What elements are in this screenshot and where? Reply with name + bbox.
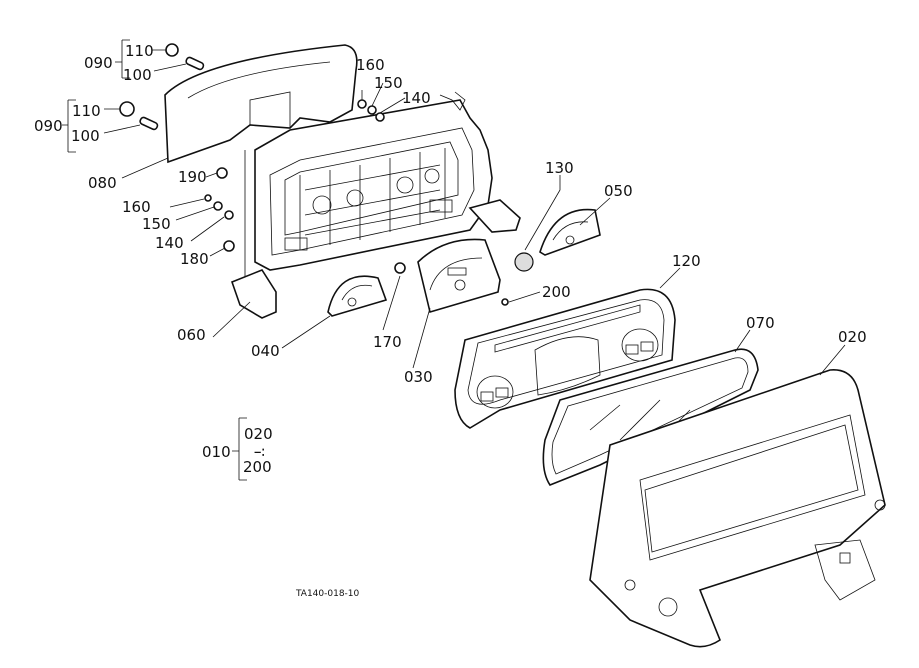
label-110a: 110 — [125, 42, 154, 60]
main-housing-060 — [230, 91, 521, 319]
face-panel-120 — [454, 288, 676, 429]
front-bezel-020 — [589, 369, 886, 648]
label-090a: 090 — [84, 54, 113, 72]
label-140b: 140 — [155, 234, 184, 252]
label-010-sep: ∹ — [253, 443, 266, 461]
label-040: 040 — [251, 342, 280, 360]
label-010-to: 200 — [243, 458, 272, 476]
label-080: 080 — [88, 174, 117, 192]
label-200: 200 — [542, 283, 571, 301]
label-160a: 160 — [356, 56, 385, 74]
label-110b: 110 — [72, 102, 101, 120]
hardware-screws — [204, 99, 509, 306]
label-070: 070 — [746, 314, 775, 332]
gauge-040 — [327, 275, 388, 317]
label-090b: 090 — [34, 117, 63, 135]
label-150a: 150 — [374, 74, 403, 92]
label-100a: 100 — [123, 66, 152, 84]
figure-code: TA140-018-10 — [295, 589, 360, 599]
label-140a: 140 — [402, 89, 431, 107]
label-190: 190 — [178, 168, 207, 186]
tachometer-030 — [417, 238, 501, 314]
cover-plate-080 — [164, 44, 358, 164]
bulb-socket-090a — [165, 43, 205, 71]
label-030: 030 — [404, 368, 433, 386]
label-170: 170 — [373, 333, 402, 351]
label-010: 010 — [202, 443, 231, 461]
label-020: 020 — [838, 328, 867, 346]
label-180: 180 — [180, 250, 209, 268]
label-050: 050 — [604, 182, 633, 200]
label-160b: 160 — [122, 198, 151, 216]
label-130: 130 — [545, 159, 574, 177]
label-010-from: 020 — [244, 425, 273, 443]
gauge-050 — [539, 208, 601, 256]
bulb-socket-090b — [119, 101, 159, 131]
label-100b: 100 — [71, 127, 100, 145]
label-060: 060 — [177, 326, 206, 344]
label-150b: 150 — [142, 215, 171, 233]
part-labels: 110 100 090 110 100 090 080 160 150 140 … — [34, 42, 867, 476]
leader-lines — [62, 39, 846, 481]
label-120: 120 — [672, 252, 701, 270]
lens-130 — [514, 252, 534, 272]
